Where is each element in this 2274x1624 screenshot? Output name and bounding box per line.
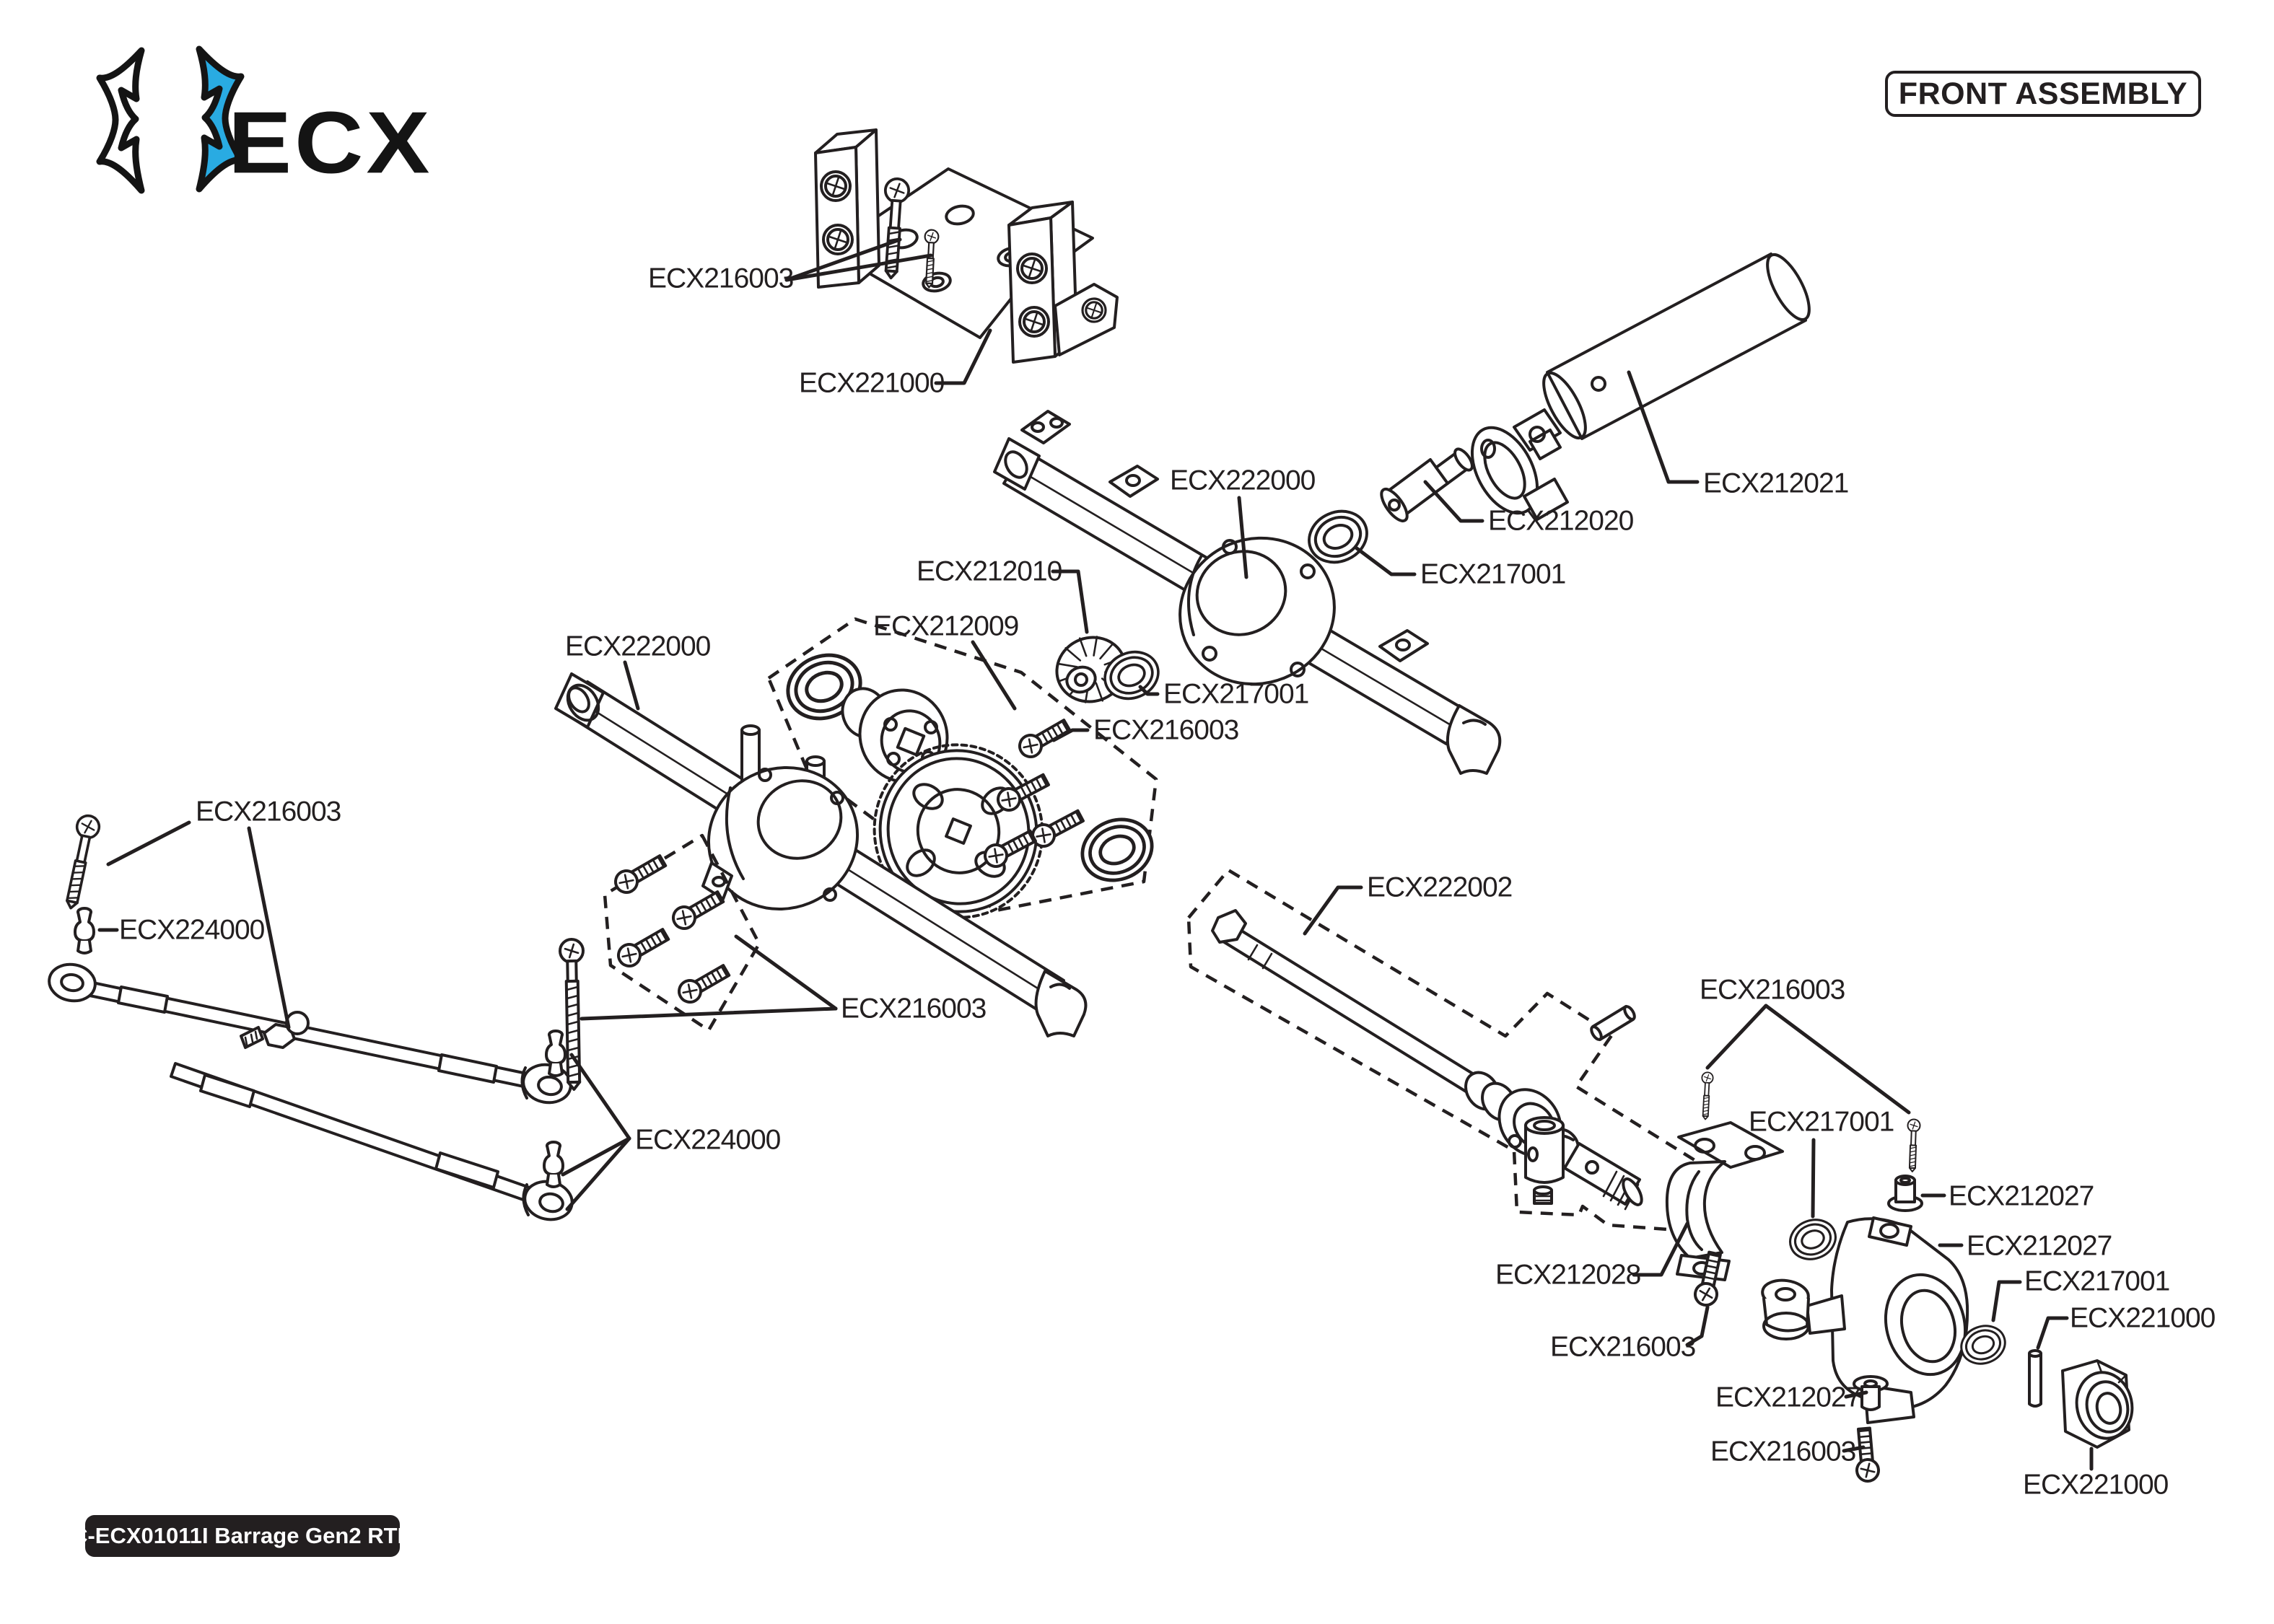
leader-line-bearing-caster <box>1811 1138 1816 1219</box>
part-label-diff-assembly: ECX212009 <box>873 611 1018 642</box>
part-label-cvd-driveshaft: ECX222002 <box>1367 872 1512 903</box>
part-label-axle-screws: ECX216003 <box>841 993 986 1024</box>
stub-axle <box>1380 447 1474 523</box>
leader-line-pinion-gear <box>1051 569 1089 634</box>
part-label-bushing-upper: ECX212027 <box>1949 1181 2094 1212</box>
leader-line-steering-link-screw-1 <box>247 826 291 1030</box>
ball-stud-upper <box>74 907 95 954</box>
part-label-axle-housing-left: ECX222000 <box>565 631 711 662</box>
axle-housing-right <box>993 410 1502 775</box>
kingpin-screw-lower <box>1905 1118 1921 1173</box>
ecx-logo-glyph <box>96 45 245 194</box>
leader-line-axle-housing-left <box>623 660 640 711</box>
spur-gear <box>873 743 1044 919</box>
leader-line-bracket-screws-1 <box>784 253 933 282</box>
ecx-logo: ECX <box>56 38 460 225</box>
cvd-driveshaft-group <box>1186 868 1706 1232</box>
part-label-link-rod-ends: ECX224000 <box>635 1125 781 1156</box>
part-label-bearing-knuckle: ECX217001 <box>2024 1266 2169 1297</box>
part-label-pinion-gear: ECX212010 <box>917 556 1062 587</box>
leader-line-bushing-lower <box>1844 1390 1868 1399</box>
logo-claw-right <box>196 45 245 193</box>
part-label-bushing-lower: ECX212027 <box>1715 1382 1860 1413</box>
leader-line-bearing-axle-input <box>1355 546 1417 576</box>
leader-line-center-driveshaft <box>1627 370 1700 484</box>
part-label-stub-axle: ECX212020 <box>1488 506 1634 537</box>
pinion-screw <box>1014 714 1074 763</box>
part-label-bracket-screws: ECX216003 <box>648 263 793 294</box>
sheet-title: FRONT ASSEMBLY <box>1898 76 2188 111</box>
leader-line-axle-screws-1 <box>580 1006 838 1021</box>
part-label-wheel-nut: ECX221000 <box>2023 1470 2169 1501</box>
leader-line-steering-link-screw <box>106 820 191 866</box>
part-label-caster-screw: ECX216003 <box>1550 1332 1695 1363</box>
kingpin-screw-upper <box>1699 1071 1714 1120</box>
leader-line-pinion-screw <box>1051 728 1090 742</box>
leader-line-axle-pin <box>2036 1316 2069 1350</box>
part-label-caster-block: ECX212028 <box>1495 1260 1640 1291</box>
part-label-bearing-pinion: ECX217001 <box>1163 679 1308 710</box>
leader-line-diff-assembly <box>971 640 1017 711</box>
servo-mount-bracket <box>814 128 1119 364</box>
leader-line-caster-block <box>1632 1221 1689 1277</box>
center-driveshaft <box>1470 253 1811 521</box>
leader-line-link-rod-ends-1 <box>561 1136 631 1177</box>
leader-line-kingpin-screws-1 <box>1764 1004 1911 1115</box>
part-label-servo-bracket: ECX221000 <box>799 368 945 399</box>
leader-line-bearing-pinion <box>1138 685 1160 696</box>
part-label-bearing-axle-input: ECX217001 <box>1420 559 1565 590</box>
differential-group <box>766 617 1161 919</box>
part-label-pinion-screw: ECX216003 <box>1093 715 1238 746</box>
part-label-kingpin-screws: ECX216003 <box>1700 975 1845 1006</box>
steering-knuckle <box>1761 1216 1969 1424</box>
steering-links <box>48 812 587 1221</box>
part-label-center-driveshaft: ECX212021 <box>1703 468 1848 499</box>
leader-line-bearing-knuckle <box>1991 1280 2022 1322</box>
leader-line-servo-bracket <box>934 328 992 385</box>
bearing-caster <box>1783 1212 1842 1267</box>
leader-line-link-rod-ends <box>569 1053 631 1141</box>
part-label-steering-link-screw: ECX216003 <box>196 796 341 828</box>
sheet-title-box: FRONT ASSEMBLY <box>1885 71 2201 117</box>
part-label-axle-housing-right: ECX222000 <box>1170 465 1316 496</box>
logo-claw-left <box>96 47 145 194</box>
ecx-logo-wordmark: ECX <box>228 93 433 192</box>
leader-line-kingpin-screws <box>1705 1004 1768 1070</box>
rod-end-ball-2 <box>543 1141 564 1188</box>
diff-screw-2 <box>1029 807 1086 851</box>
link-screw-left <box>58 812 102 912</box>
leader-line-axle-screws <box>734 934 838 1011</box>
model-badge-text: C-ECX01011I Barrage Gen2 RTR <box>71 1523 414 1548</box>
caster-block <box>1665 1121 1784 1281</box>
axle-housing-left <box>554 672 1088 1037</box>
wheel-nut <box>2061 1359 2134 1449</box>
part-label-steering-knuckle: ECX212027 <box>1967 1231 2112 1262</box>
part-label-ball-stud-upper: ECX224000 <box>119 915 265 946</box>
knuckle-group <box>1665 1071 2134 1484</box>
part-label-knuckle-screw: ECX216003 <box>1710 1436 1855 1467</box>
axle-pin <box>2028 1349 2042 1408</box>
leader-line-cvd-driveshaft <box>1303 885 1363 936</box>
leader-line-link-rod-ends-2 <box>565 1136 631 1211</box>
part-label-bearing-caster: ECX217001 <box>1749 1107 1894 1138</box>
rod-end-ball-1 <box>545 1030 567 1077</box>
bearing-diff-right <box>1073 809 1161 891</box>
leader-line-stub-axle <box>1423 480 1484 523</box>
leader-line-axle-housing-right <box>1237 496 1248 579</box>
bushing-upper <box>1887 1175 1923 1212</box>
leader-line-knuckle-screw <box>1842 1445 1866 1453</box>
knuckle-screw <box>1852 1426 1881 1484</box>
part-label-axle-pin: ECX221000 <box>2070 1303 2216 1334</box>
axle-screw-group <box>603 833 761 1032</box>
leader-line-bracket-screws <box>784 237 902 282</box>
leader-line-caster-screw <box>1685 1305 1710 1347</box>
model-badge: C-ECX01011I Barrage Gen2 RTR <box>71 1515 414 1557</box>
